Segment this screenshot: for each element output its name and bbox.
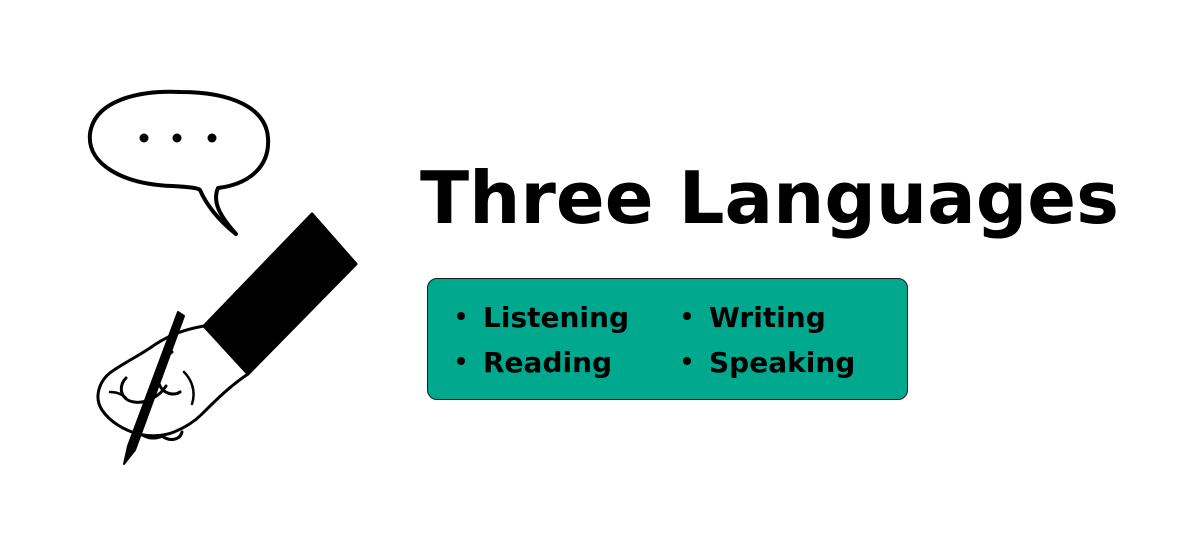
- skills-box: Listening Writing Reading Speaking: [427, 278, 908, 400]
- skill-label: Reading: [483, 346, 613, 379]
- skill-label: Listening: [483, 301, 629, 334]
- skill-item-speaking: Speaking: [683, 345, 855, 381]
- bullet-icon: [457, 357, 465, 365]
- bullet-icon: [683, 312, 691, 320]
- skills-list: Listening Writing Reading Speaking: [428, 279, 907, 399]
- skill-label: Speaking: [709, 346, 856, 379]
- bullet-icon: [457, 312, 465, 320]
- skill-label: Writing: [709, 301, 826, 334]
- bullet-icon: [683, 357, 691, 365]
- hand-icon: [96, 212, 358, 465]
- page-title: Three Languages: [420, 156, 1119, 240]
- speech-bubble-icon: [87, 89, 271, 236]
- skill-item-listening: Listening: [457, 300, 629, 336]
- skill-item-reading: Reading: [457, 345, 612, 381]
- writing-hand-illustration: [80, 80, 380, 480]
- skill-item-writing: Writing: [683, 300, 826, 336]
